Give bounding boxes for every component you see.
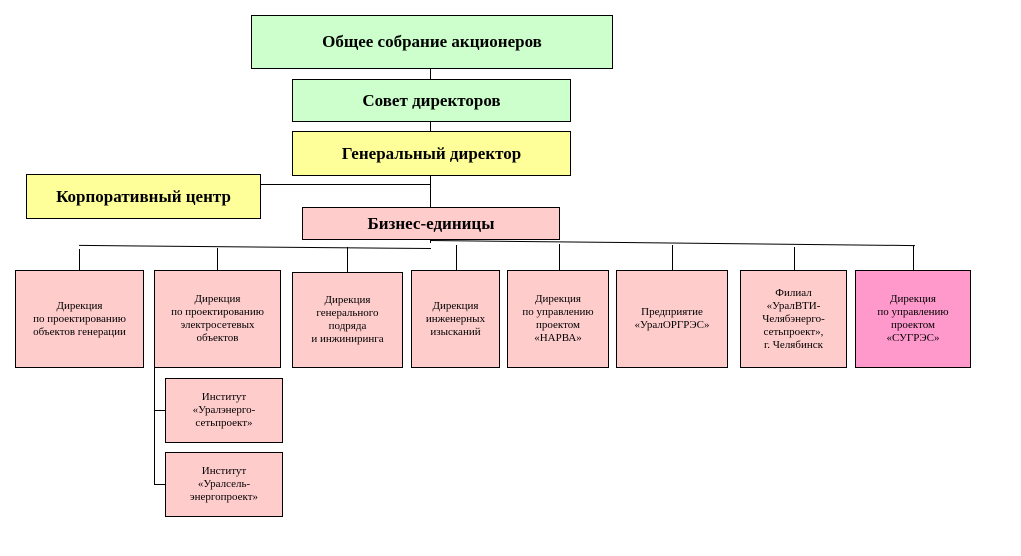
connector-institutes-trunk [154, 367, 155, 485]
connector-institute-2 [154, 484, 165, 485]
connector-unit-8 [913, 245, 914, 270]
unit-general-contracting: Дирекция генерального подряда и инжинири… [292, 272, 403, 368]
unit-uralorgres: Предприятие «УралОРГРЭС» [616, 270, 728, 368]
unit-engineering-surveys: Дирекция инженерных изысканий [411, 270, 500, 368]
business-units-box: Бизнес-единицы [302, 207, 560, 240]
connector-bus-left [79, 244, 432, 249]
board-of-directors-box: Совет директоров [292, 79, 571, 122]
corporate-center-box: Корпоративный центр [26, 174, 261, 219]
connector-unit-3 [347, 247, 348, 272]
connector-corporate-center [261, 184, 431, 185]
unit-sugres-project: Дирекция по управлению проектом «СУГРЭС» [855, 270, 971, 368]
connector-unit-4 [456, 245, 457, 270]
institute-uralenergosetproekt: Институт «Уралэнерго- сетьпроект» [165, 378, 283, 443]
connector-institute-1 [154, 410, 165, 411]
unit-uralvti-branch: Филиал «УралВТИ- Челябэнерго- сетьпроект… [740, 270, 847, 368]
connector-unit-2 [217, 248, 218, 270]
unit-grid-design: Дирекция по проектированию электросетевы… [154, 270, 281, 368]
institute-uralselenergoproekt: Институт «Уралсель- энергопроект» [165, 452, 283, 517]
connector-bu-down [430, 238, 431, 243]
shareholders-meeting-box: Общее собрание акционеров [251, 15, 613, 69]
connector-unit-5 [559, 244, 560, 270]
unit-generation-design: Дирекция по проектированию объектов гене… [15, 270, 144, 368]
unit-narva-project: Дирекция по управлению проектом «НАРВА» [507, 270, 609, 368]
connector-unit-7 [794, 247, 795, 270]
connector-unit-1 [79, 249, 80, 270]
connector-unit-6 [672, 245, 673, 270]
general-director-box: Генеральный директор [292, 131, 571, 176]
